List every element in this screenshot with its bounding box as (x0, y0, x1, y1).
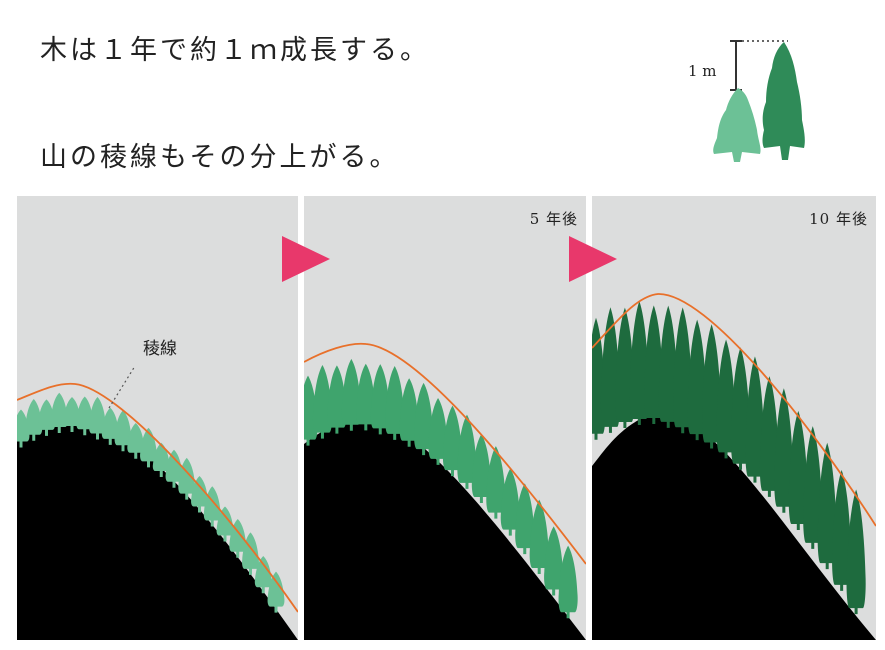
panel-year-0: 稜線 (17, 196, 298, 640)
headline-line-1: 木は１年で約１ｍ成長する。 (40, 28, 430, 67)
tree-icon (763, 42, 805, 160)
panel-year-10: 10 年後 (592, 196, 876, 640)
panel-year-5: 5 年後 (304, 196, 586, 640)
panel-label-10-years: 10 年後 (809, 208, 868, 229)
panel-0-drawing: 稜線 (17, 196, 298, 640)
headline-line-2: 山の稜線もその分上がる。 (40, 135, 399, 174)
growth-scale-legend: 1 m (680, 30, 810, 170)
panel-10-drawing (592, 196, 876, 640)
play-arrow-icon (282, 236, 330, 282)
ridgeline-callout-label: 稜線 (143, 339, 177, 359)
tree-icon (713, 88, 760, 162)
tree-icon (847, 489, 866, 614)
play-arrow-icon (569, 236, 617, 282)
panel-5-drawing (304, 196, 586, 640)
scale-label: 1 m (688, 62, 717, 80)
panel-label-5-years: 5 年後 (530, 208, 578, 229)
